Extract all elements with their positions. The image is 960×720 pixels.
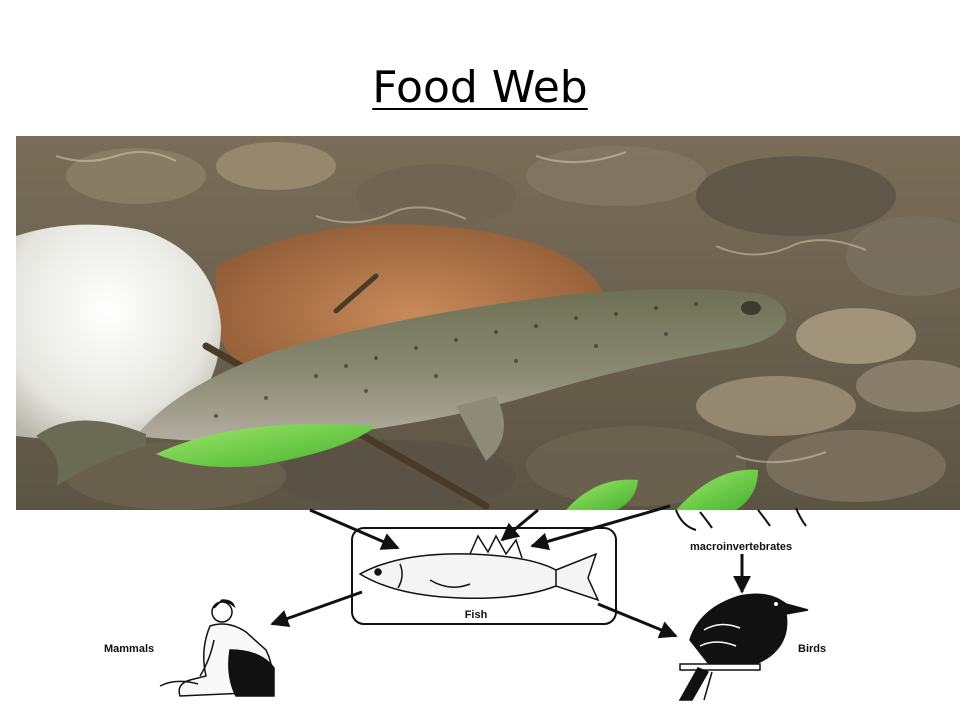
trout: [36, 289, 787, 486]
macroinvertebrate-icon: [675, 507, 807, 531]
fish-label: Fish: [465, 609, 488, 621]
arrow-to-fish-left: [309, 508, 400, 550]
stream-trout-photo: [16, 136, 960, 510]
mammal-icon: [159, 599, 275, 697]
fish-icon: [358, 534, 600, 602]
fish-box: [351, 527, 617, 625]
bird-icon: [678, 593, 809, 701]
arrow-fish-to-birds: [597, 602, 678, 639]
arrow-to-fish-right: [530, 504, 671, 551]
arrow-fish-to-mammals: [270, 590, 363, 628]
food-web-diagram: Fish macroinvertebrates Mammals: [0, 500, 960, 720]
macroinvertebrates-label: macroinvertebrates: [690, 541, 792, 553]
green-leaf: [566, 479, 638, 510]
white-boulder: [16, 224, 221, 440]
green-leaf: [676, 469, 758, 510]
arrow-to-fish-center: [500, 508, 539, 542]
mammals-label: Mammals: [104, 643, 154, 655]
slide-title: Food Web: [372, 62, 588, 113]
birds-label: Birds: [798, 643, 826, 655]
green-leaf: [156, 423, 376, 468]
food-web-arrows: [270, 504, 751, 639]
